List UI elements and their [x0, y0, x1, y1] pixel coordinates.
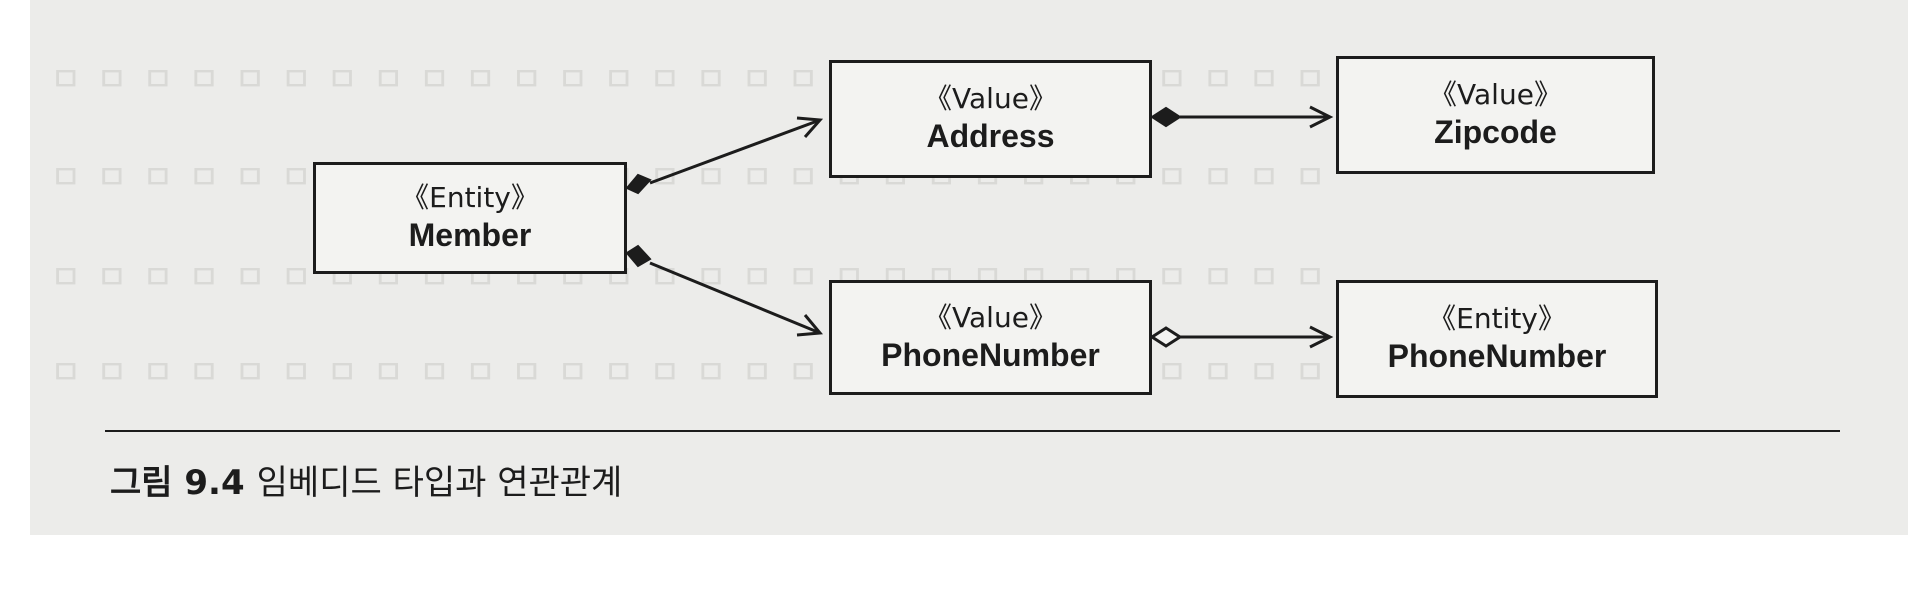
entity-box-phone-number: 《Entity》 PhoneNumber [1336, 280, 1658, 398]
class-name: Zipcode [1434, 114, 1557, 150]
value-box-address: 《Value》 Address [829, 60, 1152, 178]
stereotype-label: 《Entity》 [1428, 302, 1566, 335]
stereotype-label: 《Entity》 [401, 181, 539, 214]
stereotype-label: 《Value》 [924, 300, 1057, 334]
composition-diamond [625, 244, 652, 268]
figure-title: 임베디드 타입과 연관관계 [256, 463, 623, 503]
entity-box-member: 《Entity》 Member [313, 162, 627, 274]
arrowhead [1309, 325, 1334, 349]
edge-member-address [649, 118, 821, 185]
arrowhead [796, 116, 824, 138]
value-box-phone-number: 《Value》 PhoneNumber [829, 280, 1152, 395]
figure-label: 그림 9.4 [110, 463, 245, 503]
stereotype-label: 《Value》 [1429, 78, 1562, 111]
class-name: Member [408, 217, 532, 253]
class-name: Address [926, 118, 1055, 154]
figure-caption: 그림 9.4 임베디드 타입과 연관관계 [110, 455, 622, 504]
aggregation-diamond [1149, 326, 1183, 348]
composition-diamond [1150, 106, 1182, 128]
class-name: PhoneNumber [881, 336, 1100, 373]
class-name: PhoneNumber [1387, 338, 1607, 374]
arrowhead [796, 314, 823, 337]
caption-rule [105, 430, 1840, 432]
arrowhead [1309, 105, 1334, 129]
edge-member-phone-value [649, 261, 821, 335]
composition-diamond [625, 173, 652, 195]
stereotype-label: 《Value》 [924, 82, 1057, 115]
value-box-zipcode: 《Value》 Zipcode [1336, 56, 1655, 174]
